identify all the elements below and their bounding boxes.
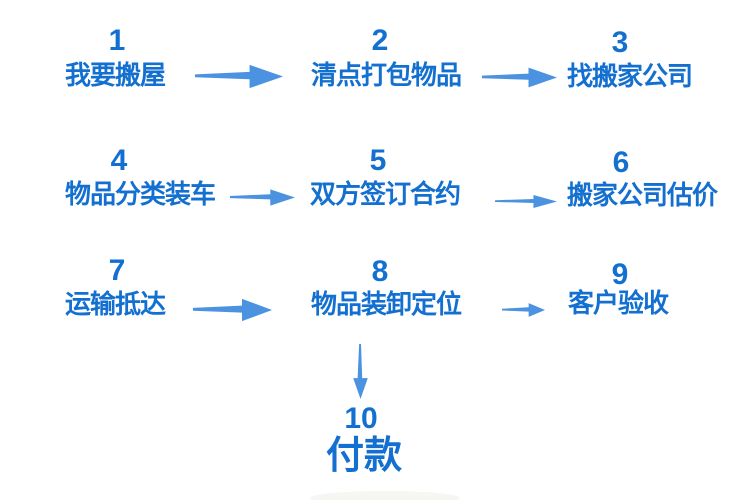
step-6-number: 6 bbox=[612, 146, 630, 179]
step-5-label: 双方签订合约 bbox=[310, 179, 461, 209]
arrow-right-icon bbox=[230, 189, 295, 206]
arrow-right-icon bbox=[495, 195, 557, 208]
step-7-number: 7 bbox=[108, 254, 126, 287]
step-2-number: 2 bbox=[371, 24, 389, 57]
step-8-number: 8 bbox=[371, 255, 389, 288]
step-1-number: 1 bbox=[108, 24, 126, 57]
step-5-number: 5 bbox=[369, 144, 387, 177]
bottom-cutoff-smudge bbox=[310, 491, 460, 500]
step-10-label: 付款 bbox=[325, 435, 403, 477]
step-9-label: 客户验收 bbox=[568, 288, 669, 318]
step-7-label: 运输抵达 bbox=[65, 289, 166, 319]
arrow-right-icon bbox=[482, 67, 557, 88]
arrow-right-icon bbox=[193, 298, 272, 322]
arrow-right-icon bbox=[195, 64, 283, 89]
step-1-label: 我要搬屋 bbox=[65, 60, 166, 90]
step-4-label: 物品分类装车 bbox=[65, 179, 216, 209]
step-8-label: 物品装卸定位 bbox=[311, 289, 462, 319]
step-2-label: 清点打包物品 bbox=[311, 60, 462, 90]
step-6-label: 搬家公司估价 bbox=[567, 180, 718, 210]
arrow-right-icon bbox=[502, 303, 545, 317]
step-9-number: 9 bbox=[611, 258, 629, 291]
step-4-number: 4 bbox=[110, 144, 128, 177]
step-10-number: 10 bbox=[344, 402, 378, 435]
arrow-down-icon bbox=[353, 344, 368, 399]
step-3-label: 找搬家公司 bbox=[567, 61, 693, 91]
step-3-number: 3 bbox=[611, 26, 629, 59]
